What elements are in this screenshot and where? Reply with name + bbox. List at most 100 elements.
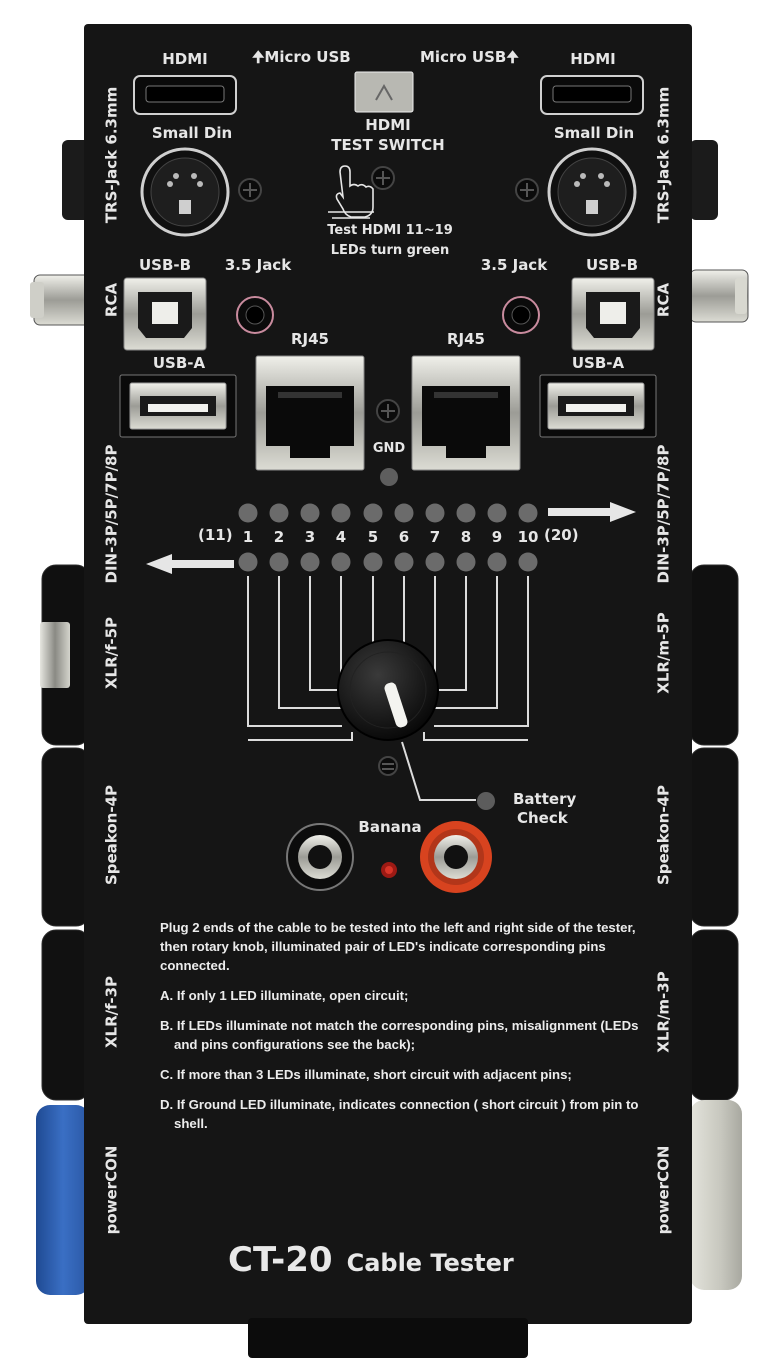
- banana-label: Banana: [358, 818, 422, 836]
- din-right-label: DIN-3P/5P/7P/8P: [654, 444, 673, 584]
- micro-usb-left-label: 🠉Micro USB: [252, 48, 351, 66]
- selector-wire-outer: [423, 732, 528, 741]
- usb-a-port-right: [539, 374, 657, 438]
- pin-led: [425, 503, 445, 523]
- banana-jack-red: [420, 821, 492, 893]
- pin-led: [394, 503, 414, 523]
- micro-usb-right-label: Micro USB🠉: [420, 48, 519, 66]
- selector-wire: [430, 576, 498, 709]
- pin-led: [238, 503, 258, 523]
- rj45-port-left: [255, 355, 365, 471]
- banana-jack-black: [286, 823, 354, 891]
- switch-label-line2: TEST SWITCH: [331, 136, 445, 154]
- up-arrow-icon: 🠉: [506, 48, 519, 66]
- selector-wire: [426, 576, 467, 691]
- pin-led: [518, 503, 538, 523]
- pin-led: [487, 503, 507, 523]
- xlr3-right-label: XLR/m-3P: [654, 971, 673, 1053]
- up-arrow-icon: 🠉: [252, 48, 265, 66]
- rj45-right-label: RJ45: [446, 330, 486, 348]
- hdmi-port-right: [540, 75, 644, 115]
- range-right-label: (20): [544, 526, 579, 544]
- jack35-left-label: 3.5 Jack: [224, 256, 292, 274]
- instruction-b: B. If LEDs illuminate not match the corr…: [160, 1018, 639, 1052]
- instruction-d: D. If Ground LED illuminate, indicates c…: [160, 1097, 639, 1131]
- pin-number-label: 6: [398, 528, 410, 546]
- hint-line2: LEDs turn green: [330, 243, 450, 258]
- selector-wire: [247, 576, 342, 727]
- battery-label-line2: Check: [517, 809, 568, 827]
- instructions-block: Plug 2 ends of the cable to be tested in…: [160, 918, 640, 1133]
- small-din-port-right: [547, 147, 637, 237]
- pin-led: [456, 552, 476, 572]
- pin-led: [394, 552, 414, 572]
- hdmi-port-left: [133, 75, 237, 115]
- instructions-intro: Plug 2 ends of the cable to be tested in…: [160, 920, 636, 973]
- pin-number-label: 2: [273, 528, 285, 546]
- hdmi-right-label: HDMI: [570, 50, 616, 68]
- xlr5-left-label: XLR/f-5P: [102, 616, 121, 690]
- gnd-label: GND: [372, 441, 406, 456]
- usb-b-right-label: USB-B: [585, 256, 639, 274]
- pin-led: [269, 503, 289, 523]
- battery-label-line1: Battery: [513, 790, 577, 808]
- battery-check-led: [477, 792, 495, 810]
- jack35-right-label: 3.5 Jack: [480, 256, 548, 274]
- switch-label-line1: HDMI: [365, 116, 411, 134]
- pin-number-label: 8: [460, 528, 472, 546]
- usb-a-right-label: USB-A: [571, 354, 625, 372]
- small-din-right-label: Small Din: [553, 124, 635, 142]
- selector-wiring: [247, 576, 529, 741]
- selector-wire-outer: [248, 732, 353, 741]
- usb-b-port-left: [123, 277, 207, 351]
- pin-led: [331, 552, 351, 572]
- powercon-right-label: powerCON: [654, 1145, 673, 1235]
- led-row-top: [238, 503, 538, 523]
- side-connectors-left: [30, 140, 91, 1295]
- pin-led: [425, 552, 445, 572]
- pin-number-label: 10: [517, 528, 539, 546]
- pin-led: [238, 552, 258, 572]
- rj45-port-right: [411, 355, 521, 471]
- selector-wire: [309, 576, 350, 691]
- rca-left-label: RCA: [102, 282, 121, 318]
- pin-led: [363, 552, 383, 572]
- pin-led: [269, 552, 289, 572]
- pin-number-label: 7: [429, 528, 441, 546]
- pin-number-label: 1: [242, 528, 254, 546]
- pin-led: [331, 503, 351, 523]
- rj45-left-label: RJ45: [290, 330, 330, 348]
- hdmi-test-switch[interactable]: [354, 71, 414, 113]
- pin-led: [518, 552, 538, 572]
- side-connectors-right: [689, 140, 749, 1290]
- pin-led: [363, 503, 383, 523]
- pin-number-label: 3: [304, 528, 316, 546]
- instruction-c: C. If more than 3 LEDs illuminate, short…: [160, 1067, 572, 1082]
- arrow-right-icon: [548, 502, 636, 522]
- din-left-label: DIN-3P/5P/7P/8P: [102, 444, 121, 584]
- usb-b-port-right: [571, 277, 655, 351]
- speakon-right-label: Speakon-4P: [654, 784, 673, 886]
- range-left-label: (11): [198, 526, 233, 544]
- xlr5-right-label: XLR/m-5P: [654, 612, 673, 694]
- small-din-left-label: Small Din: [151, 124, 233, 142]
- pin-number-label: 5: [367, 528, 379, 546]
- pin-number-label: 4: [335, 528, 347, 546]
- battery-line: [401, 741, 476, 801]
- jack-35-left: [236, 296, 274, 334]
- rca-right-label: RCA: [654, 282, 673, 318]
- led-row-bottom: [238, 552, 538, 572]
- hint-line1: Test HDMI 11~19: [327, 223, 453, 238]
- hdmi-left-label: HDMI: [162, 50, 208, 68]
- usb-b-left-label: USB-B: [138, 256, 192, 274]
- product-title: Cable Tester: [346, 1249, 514, 1277]
- jack-35-right: [502, 296, 540, 334]
- pin-number-label: 9: [491, 528, 503, 546]
- rotary-knob[interactable]: [337, 639, 439, 741]
- trs-left-label: TRS-Jack 6.3mm: [102, 86, 121, 224]
- speakon-left-label: Speakon-4P: [102, 784, 121, 886]
- selector-wire: [434, 576, 529, 727]
- selector-wire: [278, 576, 346, 709]
